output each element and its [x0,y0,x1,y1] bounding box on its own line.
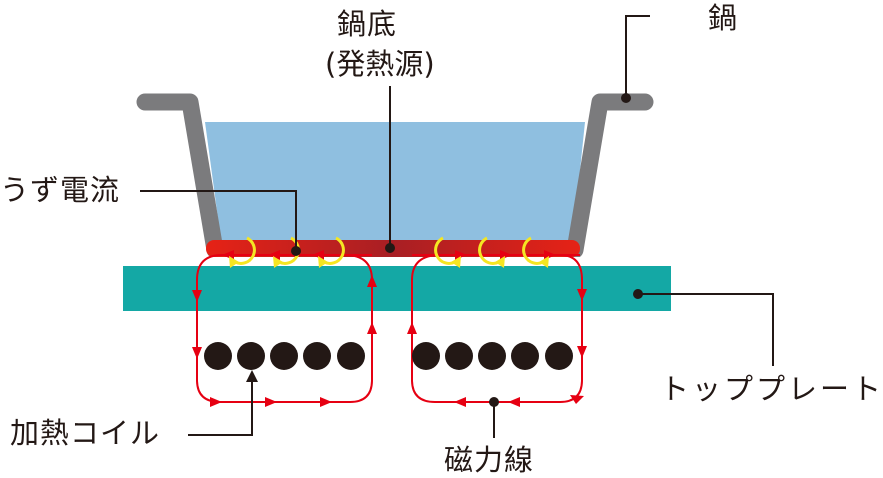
label-magnetic-flux: 磁力線 [444,443,535,477]
coil-turn [204,342,232,370]
coil-turn [237,342,265,370]
eddy-arrowheads-right [451,256,549,268]
eddy-arrowheads-left [229,256,328,268]
label-heating-coil: 加熱コイル [10,416,161,450]
pot-wall-right [566,93,654,259]
leader-top-plate [638,293,774,366]
eddy-currents-right [434,236,544,265]
label-eddy-current: うず電流 [0,173,121,207]
coil-turn [445,342,473,370]
coil-turn [337,342,365,370]
heating-coil-left [204,342,365,370]
coil-turn [545,342,573,370]
leader-lines [140,15,774,438]
label-pot-bottom-sub: (発熱源) [325,47,435,81]
heating-coil-right [412,342,573,370]
coil-turn [478,342,506,370]
leader-dots [246,93,643,407]
gap [210,257,580,264]
label-pot-bottom: 鍋底 [337,7,398,41]
pot-wall-left [136,93,224,259]
label-pot: 鍋 [708,1,739,35]
coil-turn [511,342,539,370]
leader-eddy [140,190,297,251]
coil-turn [303,342,331,370]
label-top-plate: トッププレート [660,372,883,406]
leader-pot [625,15,650,98]
leader-coil [188,380,253,436]
eddy-currents-left [234,236,345,265]
coil-turn [270,342,298,370]
coil-turn [412,342,440,370]
water [205,122,585,248]
top-plate [123,266,671,311]
